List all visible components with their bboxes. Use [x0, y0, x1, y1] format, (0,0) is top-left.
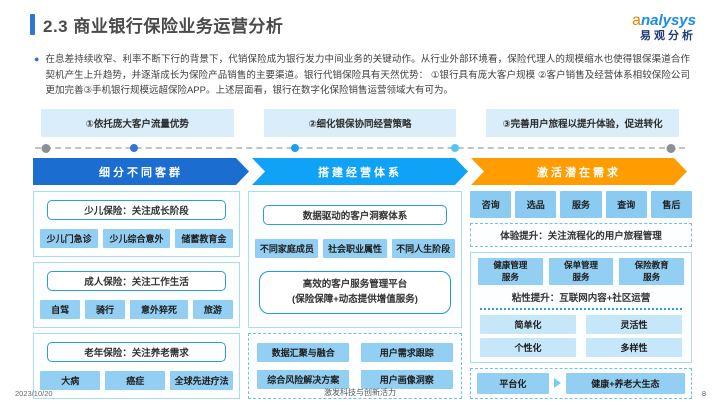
chip: 数据汇聚与融合 — [257, 343, 349, 363]
analysys-logo: analysys 易观分析 — [632, 12, 696, 43]
card-title: 老年保险：关注养老需求 — [47, 342, 226, 363]
arrow-activate-demand: 激活潜在需求 — [471, 158, 687, 185]
highlight-1: ①依托庞大客户流量优势 — [41, 109, 234, 138]
title-accent-bar — [30, 14, 35, 35]
chip: 意外猝死 — [130, 299, 188, 319]
chip-row: 自驾 骑行 意外猝死 旅游 — [40, 299, 233, 319]
arrow-segment-customers: 细分不同客群 — [33, 158, 249, 185]
capability-grid: 数据汇聚与融合 用户需求跟踪 综合风险解决方案 用户画像洞察 — [257, 343, 453, 390]
card-child-insurance: 少儿保险：关注成长阶段 少儿门急诊 少儿综合意外 储蓄教育金 — [33, 191, 240, 258]
chip: 少儿综合意外 — [103, 228, 170, 248]
column-segments: 少儿保险：关注成长阶段 少儿门急诊 少儿综合意外 储蓄教育金 成人保险：关注工作… — [33, 191, 240, 399]
chip: 不同人生阶段 — [391, 238, 455, 258]
card-title: 数据驱动的客户洞察体系 — [262, 205, 448, 226]
chip: 简单化 — [480, 314, 576, 334]
analysys-logo-a-icon: a — [632, 12, 641, 29]
platform-line1: 高效的客户服务管理平台 — [302, 279, 408, 291]
service-chip-row: 健康管理 服务 保单管理 服务 保险教育 服务 — [478, 258, 685, 285]
dotted-divider — [480, 307, 682, 310]
header: 2.3 商业银行保险业务运营分析 analysys 易观分析 — [30, 12, 696, 43]
platform-line2: (保险保障+动态提供增值服务) — [292, 293, 418, 305]
chip-row: 不同家庭成员 社会职业属性 不同人生阶段 — [255, 238, 455, 258]
logo-brand-text: nalysys — [640, 12, 696, 29]
intro-paragraph: ● 在息差持续收窄、利率不断下行的背景下，代销保险成为银行发力中间业务的关键动作… — [34, 52, 690, 99]
intro-text: 在息差持续收窄、利率不断下行的背景下，代销保险成为银行发力中间业务的关键动作。从… — [45, 54, 690, 97]
chip-line1: 保单管理 — [564, 260, 599, 271]
column-system: 数据驱动的客户洞察体系 不同家庭成员 社会职业属性 不同人生阶段 高效的客户服务… — [248, 191, 462, 399]
chip: 骑行 — [85, 299, 125, 319]
card-data-capabilities: 数据汇聚与融合 用户需求跟踪 综合风险解决方案 用户画像洞察 — [248, 333, 462, 399]
chip: 个性化 — [480, 337, 576, 357]
arrow-build-system: 搭建经营体系 — [252, 158, 468, 185]
chip-row: 少儿门急诊 少儿综合意外 储蓄教育金 — [40, 228, 233, 248]
card-title: 少儿保险：关注成长阶段 — [47, 200, 226, 221]
chip: 储蓄教育金 — [174, 228, 233, 248]
chip: 服务 — [560, 191, 602, 219]
chip: 保单管理 服务 — [548, 258, 614, 285]
diagram: 少儿保险：关注成长阶段 少儿门急诊 少儿综合意外 储蓄教育金 成人保险：关注工作… — [33, 191, 693, 399]
chip: 少儿门急诊 — [40, 228, 99, 248]
process-arrows: 细分不同客群 搭建经营体系 激活潜在需求 — [33, 158, 687, 185]
experience-note: 体验提升：关注流程化的用户旅程管理 — [470, 223, 692, 248]
sticky-note: 粘性提升：互联网内容+社区运营 — [511, 292, 651, 304]
timeline-dot-start — [41, 143, 51, 153]
chip: 查询 — [605, 191, 647, 219]
chip-row: 大病 癌症 全球先进疗法 — [40, 370, 233, 390]
chip: 多样性 — [586, 337, 682, 357]
chip: 平台化 — [477, 372, 549, 394]
analysys-logo-wordmark: analysys — [632, 12, 696, 30]
footer-date: 2023/10/20 — [15, 389, 53, 398]
chip-line2: 服务 — [643, 271, 661, 282]
chip-line2: 服务 — [572, 271, 590, 282]
chip: 健康+养老大生态 — [565, 372, 685, 394]
chip: 社会职业属性 — [323, 238, 387, 258]
footer-page-number: 8 — [701, 389, 706, 398]
chip: 咨询 — [470, 191, 512, 219]
platform-eco-box: 平台化 健康+养老大生态 — [470, 367, 692, 399]
chip: 旅游 — [192, 299, 233, 319]
trait-grid: 简单化 灵活性 个性化 多样性 — [478, 314, 684, 357]
chip: 自驾 — [40, 299, 81, 319]
chip-line2: 服务 — [501, 271, 519, 282]
chip-line1: 健康管理 — [493, 260, 528, 271]
chip: 售后 — [650, 191, 693, 219]
chip: 健康管理 服务 — [478, 258, 543, 285]
timeline-dashed-line — [35, 147, 685, 150]
highlight-2: ②细化银保协同经营策略 — [263, 109, 457, 138]
logo-chinese-name: 易观分析 — [640, 30, 696, 43]
page-title: 2.3 商业银行保险业务运营分析 — [43, 17, 284, 36]
footer-slogan: 激发科技与创新活力 — [324, 388, 396, 397]
chip: 癌症 — [105, 370, 166, 390]
chip: 综合风险解决方案 — [257, 370, 349, 390]
card-senior-insurance: 老年保险：关注养老需求 大病 癌症 全球先进疗法 — [33, 333, 240, 399]
chip: 灵活性 — [586, 314, 682, 334]
chip: 保险教育 服务 — [619, 258, 685, 285]
bullet-icon: ● — [34, 54, 40, 65]
card-adult-insurance: 成人保险：关注工作生活 自驾 骑行 意外猝死 旅游 — [33, 262, 240, 329]
chip-line1: 保险教育 — [634, 260, 669, 271]
highlight-row: ①依托庞大客户流量优势 ②细化银保协同经营策略 ③完善用户旅程以提升体验，促进转… — [33, 109, 687, 138]
timeline — [33, 143, 687, 155]
chevron-right-icon — [553, 378, 561, 389]
column-demand: 咨询 选品 服务 查询 售后 体验提升：关注流程化的用户旅程管理 健康管理 服务… — [470, 191, 693, 399]
chip: 用户需求跟踪 — [361, 343, 453, 363]
timeline-dot-1 — [130, 144, 139, 153]
title-row: 2.3 商业银行保险业务运营分析 — [30, 12, 283, 37]
card-customer-insight: 数据驱动的客户洞察体系 不同家庭成员 社会职业属性 不同人生阶段 高效的客户服务… — [248, 191, 462, 329]
journey-chip-row: 咨询 选品 服务 查询 售后 — [470, 191, 693, 219]
chip: 用户画像洞察 — [361, 370, 453, 390]
highlight-3: ③完善用户旅程以提升体验，促进转化 — [486, 109, 679, 138]
timeline-dot-2 — [290, 144, 299, 153]
card-title: 成人保险：关注工作生活 — [47, 271, 226, 292]
service-platform-box: 高效的客户服务管理平台 (保险保障+动态提供增值服务) — [258, 271, 452, 314]
chip: 全球先进疗法 — [170, 370, 233, 390]
timeline-dot-3 — [450, 144, 459, 153]
card-services: 健康管理 服务 保单管理 服务 保险教育 服务 粘性提升：互联网内容+社区运营 — [470, 252, 692, 363]
chip: 不同家庭成员 — [255, 238, 319, 258]
chip: 大病 — [40, 370, 101, 390]
chip: 选品 — [515, 191, 557, 219]
timeline-dot-end — [666, 143, 676, 153]
